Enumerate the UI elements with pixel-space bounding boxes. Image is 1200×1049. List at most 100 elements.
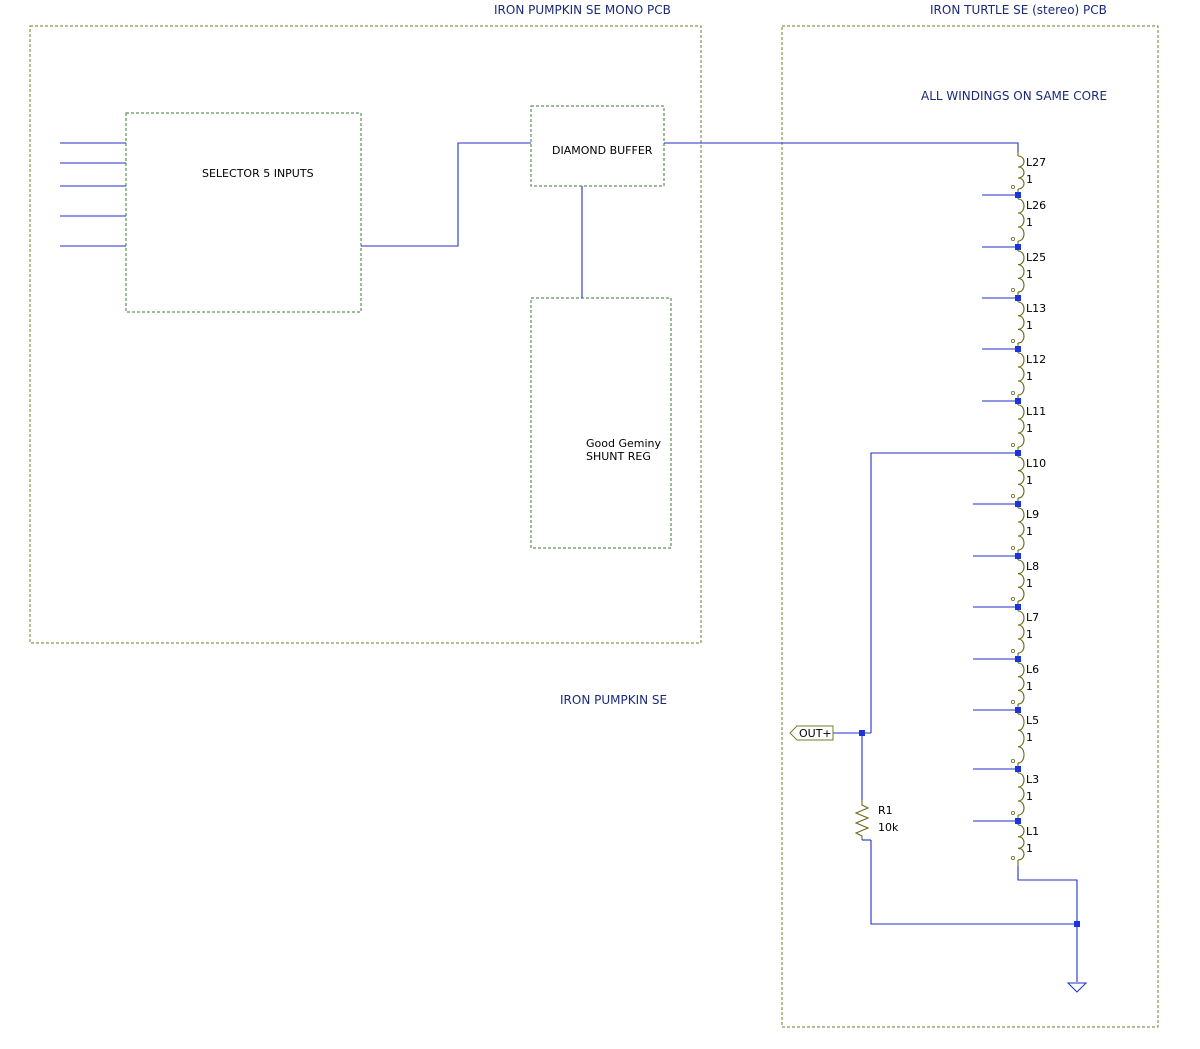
inductor-value: 1 bbox=[1026, 422, 1033, 435]
polarity-dot bbox=[1011, 442, 1016, 447]
tap-to-output-wire bbox=[870, 452, 1018, 733]
polarity-dot bbox=[1011, 759, 1016, 764]
inductor-name: L11 bbox=[1026, 405, 1046, 418]
shunt-reg-label-1: Good Geminy bbox=[586, 437, 661, 450]
winding-junction bbox=[1015, 346, 1021, 352]
winding-junction bbox=[1015, 707, 1021, 713]
pcb-boundary-right bbox=[781, 25, 1159, 1028]
inductor-icon bbox=[1017, 250, 1025, 293]
output-port-icon[interactable] bbox=[789, 725, 834, 741]
inductor-l8[interactable] bbox=[1011, 556, 1025, 607]
polarity-dot bbox=[1011, 597, 1016, 602]
resistor-r1[interactable] bbox=[854, 733, 871, 841]
pcb-title-left: IRON PUMPKIN SE MONO PCB bbox=[494, 3, 671, 17]
inductor-name: L12 bbox=[1026, 353, 1046, 366]
inductor-icon bbox=[1017, 301, 1025, 344]
inductor-name: L8 bbox=[1026, 560, 1039, 573]
inductor-value: 1 bbox=[1026, 370, 1033, 383]
inductor-icon bbox=[1017, 507, 1025, 551]
inductor-l3[interactable] bbox=[1011, 769, 1025, 821]
inductor-value: 1 bbox=[1026, 216, 1033, 229]
inductor-icon bbox=[1017, 610, 1025, 654]
inductor-icon bbox=[1017, 772, 1025, 816]
inductor-value: 1 bbox=[1026, 474, 1033, 487]
buffer-block[interactable] bbox=[530, 105, 665, 187]
buffer-to-transformer-wire bbox=[664, 142, 1019, 152]
inductor-value: 1 bbox=[1026, 790, 1033, 803]
inductor-l5[interactable] bbox=[1011, 710, 1025, 769]
selector-label: SELECTOR 5 INPUTS bbox=[202, 167, 314, 180]
project-title: IRON PUMPKIN SE bbox=[560, 693, 667, 707]
inductor-value: 1 bbox=[1026, 525, 1033, 538]
inductor-l11[interactable] bbox=[1011, 401, 1025, 453]
inductor-name: L25 bbox=[1026, 251, 1046, 264]
inductor-name: L13 bbox=[1026, 302, 1046, 315]
inductor-l12[interactable] bbox=[1011, 349, 1025, 401]
inductor-name: L5 bbox=[1026, 714, 1039, 727]
inductor-name: L6 bbox=[1026, 663, 1039, 676]
polarity-dot bbox=[1011, 649, 1016, 654]
polarity-dot bbox=[1011, 287, 1016, 292]
inductor-icon bbox=[1017, 713, 1025, 764]
inductor-icon bbox=[1017, 155, 1025, 190]
inductor-value: 1 bbox=[1026, 842, 1033, 855]
inductor-name: L7 bbox=[1026, 611, 1039, 624]
resistor-name: R1 bbox=[878, 804, 893, 817]
winding-junction bbox=[1015, 501, 1021, 507]
resistor-icon bbox=[854, 800, 870, 840]
polarity-dot bbox=[1011, 184, 1016, 189]
inductor-icon bbox=[1017, 456, 1025, 499]
ground-junction bbox=[1074, 921, 1080, 927]
polarity-dot bbox=[1011, 700, 1016, 705]
inductor-value: 1 bbox=[1026, 731, 1033, 744]
inductor-l6[interactable] bbox=[1011, 659, 1025, 710]
inductor-l26[interactable] bbox=[1011, 195, 1025, 247]
resistor-value: 10k bbox=[878, 821, 899, 834]
winding-junction bbox=[1015, 766, 1021, 772]
winding-junction bbox=[1015, 553, 1021, 559]
core-note: ALL WINDINGS ON SAME CORE bbox=[921, 89, 1107, 103]
resistor-to-ground-wire bbox=[870, 840, 1077, 925]
polarity-dot bbox=[1011, 493, 1016, 498]
winding-junction bbox=[1015, 192, 1021, 198]
inductor-l7[interactable] bbox=[1011, 607, 1025, 659]
inductor-icon bbox=[1017, 824, 1025, 861]
winding-junction bbox=[1015, 604, 1021, 610]
inductor-value: 1 bbox=[1026, 680, 1033, 693]
winding-junction bbox=[1015, 818, 1021, 824]
shunt-reg-label-2: SHUNT REG bbox=[586, 450, 651, 463]
ground-icon bbox=[1066, 982, 1088, 993]
inductor-name: L9 bbox=[1026, 508, 1039, 521]
inductor-l10[interactable] bbox=[1011, 453, 1025, 504]
inductor-icon bbox=[1017, 559, 1025, 602]
inductor-l9[interactable] bbox=[1011, 504, 1025, 556]
inductor-l27[interactable] bbox=[1011, 152, 1025, 195]
inductor-name: L3 bbox=[1026, 773, 1039, 786]
pcb-boundary-left bbox=[29, 25, 702, 644]
polarity-dot bbox=[1011, 811, 1016, 816]
selector-to-buffer-wire bbox=[361, 142, 531, 247]
selector-block[interactable] bbox=[125, 112, 362, 313]
winding-junction bbox=[1015, 656, 1021, 662]
inductor-icon bbox=[1017, 662, 1025, 705]
inductor-icon bbox=[1017, 198, 1025, 242]
inductor-name: L10 bbox=[1026, 457, 1046, 470]
inductor-value: 1 bbox=[1026, 577, 1033, 590]
polarity-dot bbox=[1011, 236, 1016, 241]
polarity-dot bbox=[1011, 856, 1016, 861]
inductor-value: 1 bbox=[1026, 628, 1033, 641]
inductor-l13[interactable] bbox=[1011, 298, 1025, 349]
inductor-l1[interactable] bbox=[1011, 821, 1025, 866]
inductor-value: 1 bbox=[1026, 173, 1033, 186]
polarity-dot bbox=[1011, 390, 1016, 395]
inductor-value: 1 bbox=[1026, 268, 1033, 281]
inductor-name: L27 bbox=[1026, 156, 1046, 169]
inductor-name: L1 bbox=[1026, 825, 1039, 838]
output-port-label: OUT+ bbox=[799, 727, 832, 740]
inductor-name: L26 bbox=[1026, 199, 1046, 212]
polarity-dot bbox=[1011, 546, 1016, 551]
inductor-l25[interactable] bbox=[1011, 247, 1025, 298]
shunt-reg-block[interactable] bbox=[530, 297, 672, 549]
polarity-dot bbox=[1011, 338, 1016, 343]
